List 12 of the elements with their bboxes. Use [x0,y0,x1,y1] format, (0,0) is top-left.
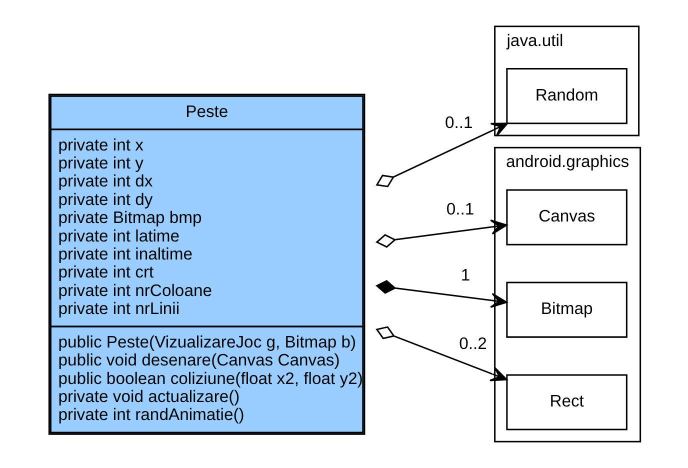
edge-label: 1 [460,266,470,285]
edge-label: 0..1 [446,200,474,219]
edge-label: 0..1 [445,112,473,132]
arrow [376,280,508,308]
arrow [376,122,508,188]
edge-label: 0..2 [459,334,487,353]
node-box: Canvas [506,189,628,246]
arrow [376,326,508,382]
node-box: Random [506,68,628,124]
arrow [376,220,508,248]
node-box: Bitmap [506,282,628,338]
node-box: Rect [506,374,628,430]
